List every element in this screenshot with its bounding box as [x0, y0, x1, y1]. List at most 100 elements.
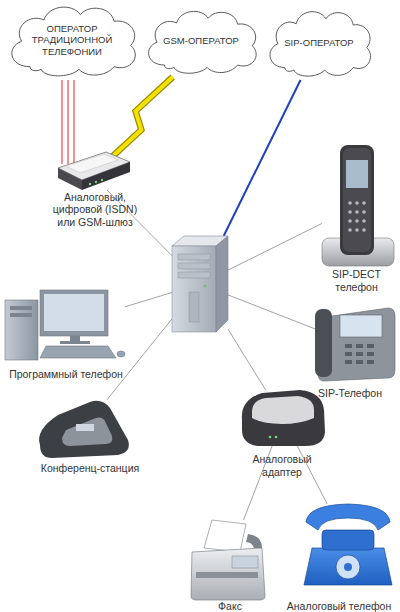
fax-machine — [232, 556, 258, 568]
device-node: SIP-Телефон — [300, 303, 400, 399]
ip-phone — [315, 308, 395, 381]
gateway-device — [95, 181, 97, 183]
node-label: Конференц-станция — [20, 462, 160, 474]
node-label: GSM-ОПЕРАТОР — [151, 35, 251, 46]
dect-phone — [348, 201, 366, 232]
node-label: ОПЕРАТОР ТРАДИЦИОННОЙ ТЕЛЕФОНИИ — [26, 23, 118, 57]
ip-phone — [367, 360, 374, 364]
wire-line — [73, 80, 74, 164]
cloud-outline — [12, 7, 135, 76]
server-tower — [178, 263, 210, 269]
operator-cloud: GSM-ОПЕРАТОР — [140, 5, 262, 77]
server-tower — [178, 272, 210, 278]
icon-area — [322, 145, 394, 266]
connector-line — [228, 223, 322, 270]
analog-phone — [322, 530, 374, 550]
label-box: GSM-ОПЕРАТОР — [140, 5, 262, 77]
dect-phone — [355, 219, 359, 223]
ip-phone — [367, 352, 374, 356]
computer — [117, 351, 125, 357]
label-box: ОПЕРАТОР ТРАДИЦИОННОЙ ТЕЛЕФОНИИ — [2, 0, 142, 80]
device-node: Аналоговый адаптер — [232, 386, 332, 478]
analog-adapter — [269, 436, 272, 439]
device-node — [168, 236, 228, 332]
computer — [40, 346, 116, 358]
computer — [10, 313, 32, 317]
gateway-device — [101, 179, 103, 181]
ip-phone — [345, 352, 352, 356]
connector-line — [224, 80, 301, 236]
dect-phone — [355, 228, 359, 232]
device-node: SIP-DECT телефон — [315, 145, 398, 293]
node-label: Факс — [182, 600, 278, 612]
analog-phone — [304, 548, 392, 585]
gateway-device — [66, 154, 118, 173]
computer — [40, 290, 108, 336]
analog-adapter — [252, 396, 314, 424]
conference-station — [62, 417, 112, 446]
icon-area — [304, 504, 392, 585]
label-box: ОПЕРАТОР ТРАДИЦИОННОЙ ТЕЛЕФОНИИ — [26, 23, 118, 57]
fax-machine — [191, 548, 265, 600]
dect-phone — [322, 145, 394, 266]
computer — [5, 290, 125, 360]
node-label: SIP-ОПЕРАТОР — [269, 37, 369, 48]
server-tower — [172, 246, 216, 332]
icon-area — [241, 390, 325, 446]
fax-machine — [246, 534, 262, 548]
icon-area — [191, 520, 265, 600]
node-label: Аналоговый, цифровой (ISDN) или GSM-шлюз — [48, 191, 143, 228]
device-node: Аналоговый телефон — [278, 503, 400, 612]
device-node: Конференц-станция — [20, 398, 160, 474]
fax-machine — [196, 572, 258, 578]
cloud-outline — [149, 11, 257, 73]
operator-cloud: SIP-ОПЕРАТОР — [262, 5, 376, 80]
ip-phone — [356, 344, 363, 348]
computer — [44, 294, 104, 331]
device-node: Факс — [182, 516, 278, 612]
label-box: SIP-ОПЕРАТОР — [262, 5, 376, 80]
computer — [5, 300, 38, 360]
icon-area — [172, 236, 228, 332]
node-label: SIP-Телефон — [300, 387, 400, 399]
analog-phone — [304, 504, 392, 585]
dect-phone — [348, 201, 352, 205]
label-box: SIP-ОПЕРАТОР — [269, 37, 369, 48]
dect-phone — [346, 160, 368, 188]
server-tower — [189, 292, 199, 322]
device-node: Программный телефон — [2, 288, 130, 380]
server-tower — [216, 236, 228, 332]
ip-phone — [345, 360, 352, 364]
label-box: Факс — [182, 600, 278, 612]
conference-station — [39, 401, 129, 458]
wireless-link — [104, 77, 172, 164]
server-tower — [178, 254, 210, 260]
label-box: SIP-Телефон — [300, 387, 400, 399]
ip-phone — [345, 344, 374, 364]
ip-phone — [340, 315, 382, 337]
dect-phone — [355, 210, 359, 214]
server-tower — [172, 236, 228, 332]
dect-phone — [355, 201, 359, 205]
device-node: Аналоговый, цифровой (ISDN) или GSM-шлюз — [40, 150, 150, 228]
label-box: GSM-ОПЕРАТОР — [151, 35, 251, 46]
analog-adapter — [275, 436, 278, 439]
connector-line — [107, 319, 172, 400]
ip-phone — [345, 344, 352, 348]
label-box: Аналоговый, цифровой (ISDN) или GSM-шлюз — [48, 191, 143, 228]
label-box: Аналоговый телефон — [278, 600, 400, 612]
node-label: Аналоговый адаптер — [247, 453, 317, 478]
connector-line — [67, 80, 68, 164]
icon-area — [58, 164, 130, 190]
bolt-outline — [104, 77, 172, 164]
icon-area — [315, 308, 395, 381]
connector-line — [228, 295, 315, 329]
operator-cloud: ОПЕРАТОР ТРАДИЦИОННОЙ ТЕЛЕФОНИИ — [2, 0, 142, 80]
connector-decoration — [62, 77, 173, 164]
analog-phone — [336, 555, 360, 579]
dect-phone — [348, 210, 352, 214]
analog-adapter — [242, 390, 325, 446]
gateway-device — [89, 183, 91, 185]
ip-phone — [315, 309, 332, 377]
